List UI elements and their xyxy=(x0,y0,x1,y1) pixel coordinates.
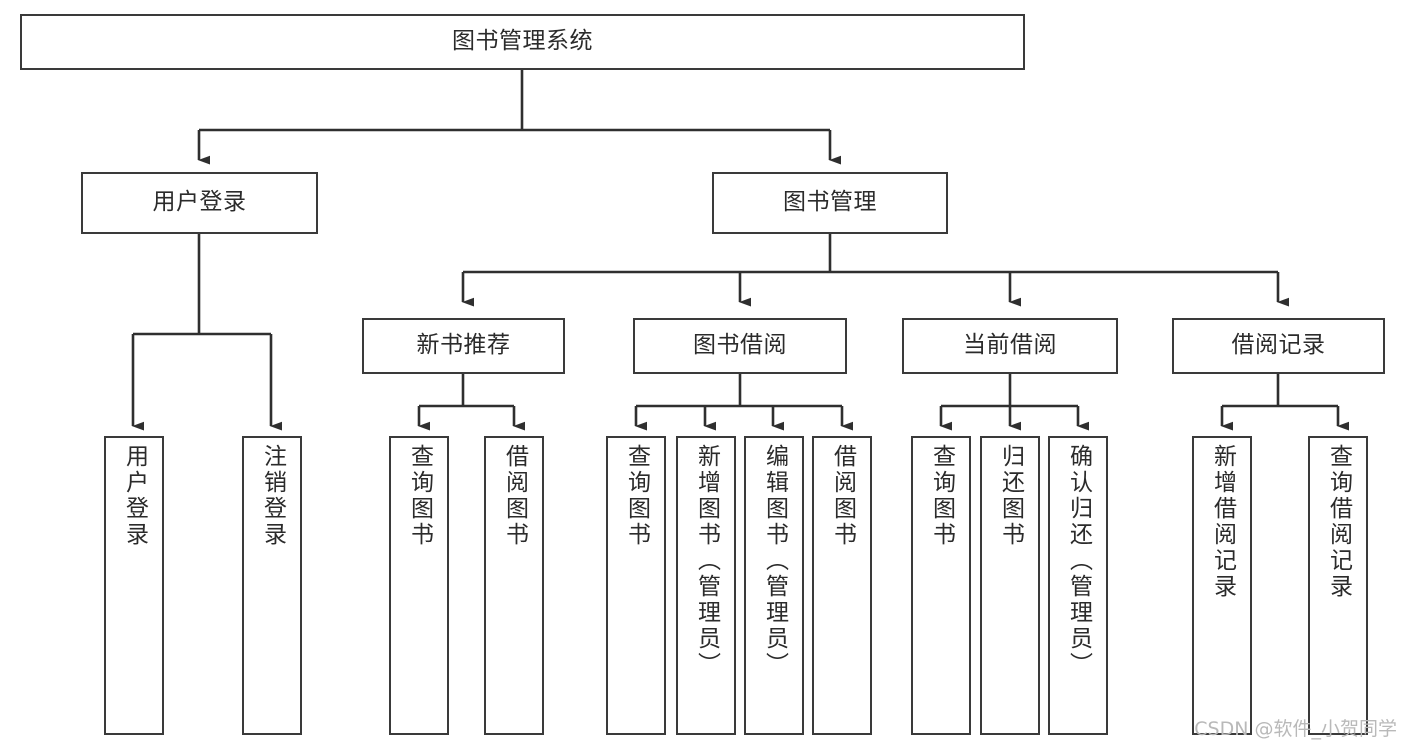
node-book-management[interactable]: 图书管理 xyxy=(712,172,948,234)
leaf-user-login-label: 用户登录 xyxy=(121,444,148,548)
leaf-edit-book-admin-label: 编辑图书（管理员） xyxy=(761,444,788,678)
leaf-add-borrow-record[interactable]: 新增借阅记录 xyxy=(1192,436,1252,735)
leaf-edit-book-admin[interactable]: 编辑图书（管理员） xyxy=(744,436,804,735)
node-current-borrow[interactable]: 当前借阅 xyxy=(902,318,1118,374)
leaf-logout-login-label: 注销登录 xyxy=(259,444,286,548)
node-borrow-record[interactable]: 借阅记录 xyxy=(1172,318,1385,374)
leaf-query-book-3[interactable]: 查询图书 xyxy=(911,436,971,735)
leaf-borrow-book-1[interactable]: 借阅图书 xyxy=(484,436,544,735)
leaf-add-borrow-record-label: 新增借阅记录 xyxy=(1209,444,1236,600)
leaf-confirm-return-admin[interactable]: 确认归还（管理员） xyxy=(1048,436,1108,735)
leaf-add-book-admin[interactable]: 新增图书（管理员） xyxy=(676,436,736,735)
leaf-return-book-label: 归还图书 xyxy=(997,444,1024,548)
leaf-logout-login[interactable]: 注销登录 xyxy=(242,436,302,735)
node-borrow-record-label: 借阅记录 xyxy=(1231,332,1326,359)
node-root[interactable]: 图书管理系统 xyxy=(20,14,1025,70)
leaf-query-book-3-label: 查询图书 xyxy=(928,444,955,548)
leaf-borrow-book-2-label: 借阅图书 xyxy=(829,444,856,548)
leaf-confirm-return-admin-label: 确认归还（管理员） xyxy=(1065,444,1092,678)
leaf-borrow-book-2[interactable]: 借阅图书 xyxy=(812,436,872,735)
leaf-add-book-admin-label: 新增图书（管理员） xyxy=(693,444,720,678)
leaf-user-login[interactable]: 用户登录 xyxy=(104,436,164,735)
leaf-borrow-book-1-label: 借阅图书 xyxy=(501,444,528,548)
node-user-login[interactable]: 用户登录 xyxy=(81,172,318,234)
node-book-management-label: 图书管理 xyxy=(783,189,877,216)
node-book-borrow-label: 图书借阅 xyxy=(693,332,787,359)
node-current-borrow-label: 当前借阅 xyxy=(963,332,1057,359)
leaf-query-borrow-record-label: 查询借阅记录 xyxy=(1325,444,1352,600)
node-new-book-recommend[interactable]: 新书推荐 xyxy=(362,318,565,374)
node-book-borrow[interactable]: 图书借阅 xyxy=(633,318,847,374)
leaf-query-book-2[interactable]: 查询图书 xyxy=(606,436,666,735)
node-user-login-label: 用户登录 xyxy=(152,189,247,216)
leaf-query-borrow-record[interactable]: 查询借阅记录 xyxy=(1308,436,1368,735)
leaf-return-book[interactable]: 归还图书 xyxy=(980,436,1040,735)
leaf-query-book-1-label: 查询图书 xyxy=(406,444,433,548)
leaf-query-book-1[interactable]: 查询图书 xyxy=(389,436,449,735)
node-new-book-recommend-label: 新书推荐 xyxy=(416,332,511,359)
node-root-label: 图书管理系统 xyxy=(452,28,593,55)
watermark-text: CSDN @软件_小贺同学 xyxy=(1194,718,1397,740)
leaf-query-book-2-label: 查询图书 xyxy=(623,444,650,548)
